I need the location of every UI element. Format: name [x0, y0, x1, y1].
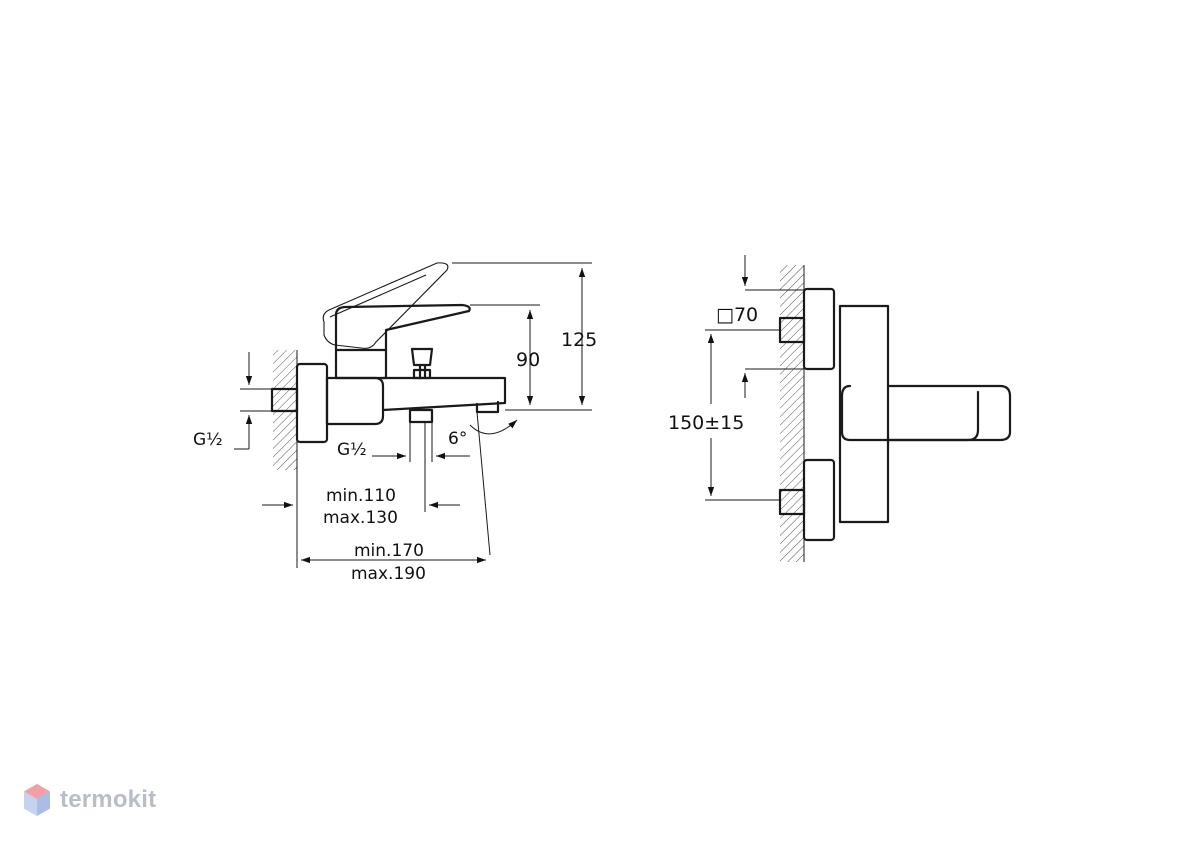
dim-spout-angle: 6°	[448, 429, 467, 449]
front-body	[838, 304, 890, 524]
diverter-knob	[410, 347, 434, 367]
cartridge-housing	[334, 348, 388, 380]
dim-height-spout: 90	[516, 349, 540, 371]
mixer-body	[325, 376, 385, 426]
hexagon-cube-icon	[24, 784, 50, 816]
wall-hatch-right	[780, 265, 804, 562]
dim-outlet-max: max.130	[323, 508, 398, 528]
dim-outlet-min: min.110	[326, 486, 396, 506]
bath-outlet	[408, 408, 434, 424]
front-view: □70 150±15	[668, 255, 1012, 562]
lower-flange	[802, 458, 836, 542]
upper-flange	[802, 287, 836, 371]
wall-flange	[295, 362, 329, 444]
dim-outlet-thread: G½	[337, 440, 367, 460]
spout	[381, 376, 507, 412]
front-spout-face	[840, 384, 980, 442]
front-spout	[886, 384, 1012, 442]
dim-projection-min: min.170	[354, 541, 424, 561]
dim-height-overall: 125	[561, 329, 597, 351]
watermark-logo: termokit	[22, 782, 156, 818]
dim-inlet-thread: G½	[193, 430, 223, 450]
dim-flange-size: □70	[716, 304, 758, 326]
dim-projection-max: max.190	[351, 564, 426, 584]
watermark-brand: termokit	[60, 786, 157, 813]
dim-inlet-spacing: 150±15	[668, 412, 744, 434]
lever-handle	[334, 303, 471, 352]
spout-aerator	[475, 400, 500, 414]
lever-ghost	[322, 262, 449, 349]
side-view: 125 90 G½ G½ 6° min.110 max.130 min.170 …	[193, 262, 597, 584]
